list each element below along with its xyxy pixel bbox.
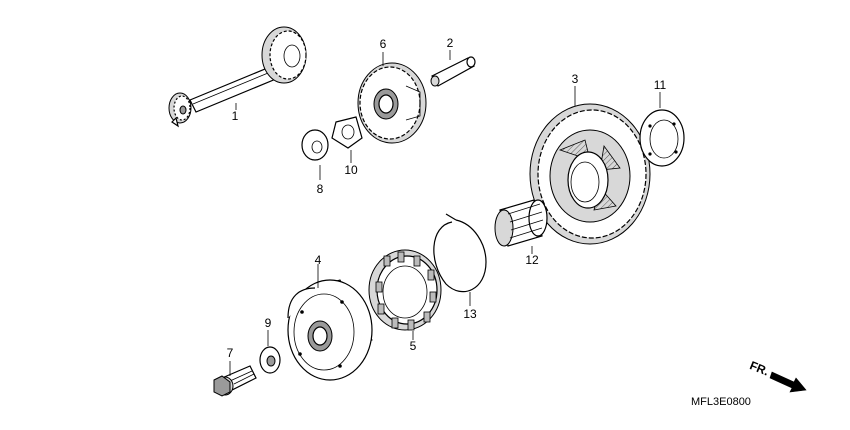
callout-4: 4 bbox=[315, 253, 322, 267]
front-arrow-icon bbox=[769, 371, 807, 393]
part-4-clutch-outer bbox=[287, 279, 373, 381]
callout-10: 10 bbox=[344, 163, 358, 177]
callout-5: 5 bbox=[410, 339, 417, 353]
callout-3: 3 bbox=[572, 72, 579, 86]
part-11-thrust-washer bbox=[639, 109, 685, 167]
callout-8: 8 bbox=[317, 182, 324, 196]
part-1-large-gear bbox=[261, 26, 307, 84]
part-5-one-way-clutch bbox=[368, 249, 442, 331]
part-10-lock-washer bbox=[331, 116, 363, 149]
callout-7: 7 bbox=[227, 346, 234, 360]
callout-2: 2 bbox=[447, 36, 454, 50]
part-3-starter-driven-gear bbox=[529, 103, 651, 245]
callout-6: 6 bbox=[380, 37, 387, 51]
part-13-snap-ring bbox=[433, 213, 487, 293]
part-7-bolt bbox=[213, 365, 257, 397]
callout-12: 12 bbox=[525, 253, 539, 267]
callout-11: 11 bbox=[654, 78, 667, 92]
callout-1: 1 bbox=[232, 109, 239, 123]
leader-lines bbox=[229, 50, 661, 376]
part-2-pin bbox=[430, 56, 476, 87]
part-reference-labels: 1 2 3 4 5 6 7 8 9 10 11 12 13 bbox=[227, 36, 667, 360]
part-1-small-gear bbox=[168, 92, 192, 124]
front-direction-arrow: FR. bbox=[748, 358, 807, 393]
callout-13: 13 bbox=[463, 307, 477, 321]
callout-9: 9 bbox=[265, 316, 272, 330]
part-9-washer bbox=[259, 346, 281, 374]
diagram-code: MFL3E0800 bbox=[691, 396, 751, 408]
part-6-gear bbox=[357, 62, 427, 144]
part-1-shaft-gear-assembly bbox=[168, 26, 307, 128]
front-label: FR. bbox=[748, 358, 771, 378]
part-12-needle-bearing bbox=[494, 199, 548, 247]
part-8-washer bbox=[301, 129, 329, 161]
